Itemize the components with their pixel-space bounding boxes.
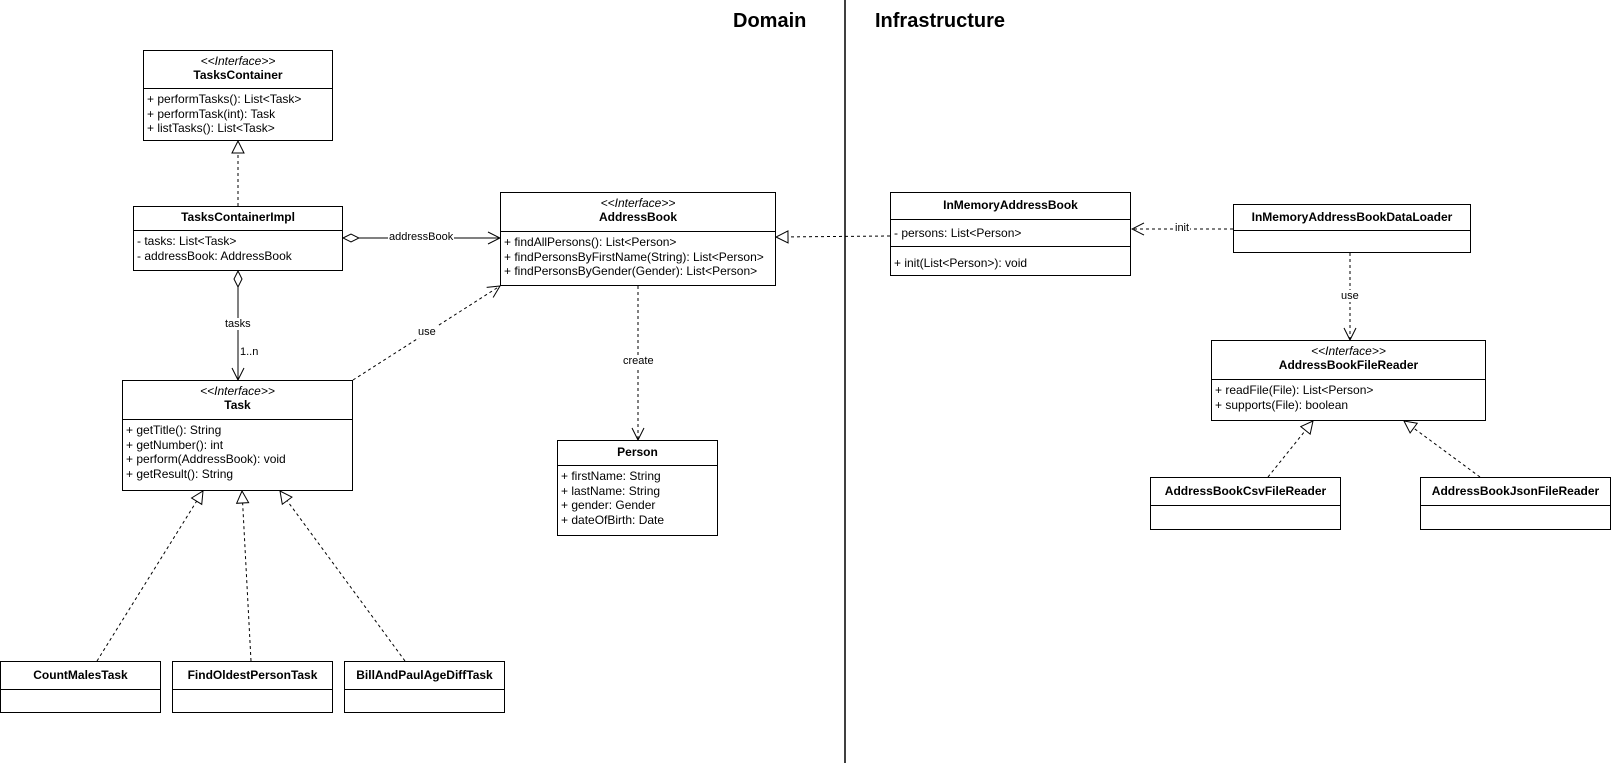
domain-title: Domain bbox=[733, 10, 807, 32]
class-tasks-container[interactable]: <<Interface>> TasksContainer + performTa… bbox=[143, 50, 333, 141]
realization-json-reader bbox=[1404, 421, 1481, 478]
method: + supports(File): boolean bbox=[1215, 397, 1349, 412]
method: + listTasks(): List<Task> bbox=[147, 121, 275, 135]
attribute: + lastName: String bbox=[561, 483, 661, 498]
stereotype: <<Interface>> bbox=[600, 196, 676, 210]
class-name: TasksContainer bbox=[193, 68, 283, 82]
realization-count-males bbox=[96, 491, 203, 662]
class-address-book-json-file-reader[interactable]: AddressBookJsonFileReader bbox=[1420, 477, 1611, 530]
class-address-book[interactable]: <<Interface>> AddressBook + findAllPerso… bbox=[500, 192, 776, 286]
class-person[interactable]: Person + firstName: String + lastName: S… bbox=[557, 440, 718, 536]
class-name: InMemoryAddressBook bbox=[943, 198, 1078, 212]
class-bill-and-paul-age-diff-task[interactable]: BillAndPaulAgeDiffTask bbox=[344, 661, 505, 713]
tasks-label: tasks bbox=[224, 318, 252, 330]
class-in-memory-address-book-data-loader[interactable]: InMemoryAddressBookDataLoader bbox=[1233, 204, 1471, 253]
address-book-label: addressBook bbox=[388, 231, 455, 243]
stereotype: <<Interface>> bbox=[200, 54, 276, 68]
realization-bill-paul bbox=[280, 491, 406, 662]
class-name: Task bbox=[224, 398, 251, 412]
method: + readFile(File): List<Person> bbox=[1215, 383, 1374, 397]
use-reader-label: use bbox=[1340, 290, 1360, 302]
class-name: TasksContainerImpl bbox=[181, 210, 295, 224]
dependency-use-address-book bbox=[352, 286, 500, 381]
class-task[interactable]: <<Interface>> Task + getTitle(): String … bbox=[122, 380, 353, 491]
class-address-book-file-reader[interactable]: <<Interface>> AddressBookFileReader + re… bbox=[1211, 340, 1486, 421]
multiplicity-label: 1..n bbox=[239, 346, 260, 358]
class-in-memory-address-book[interactable]: InMemoryAddressBook - persons: List<Pers… bbox=[890, 192, 1131, 276]
class-address-book-csv-file-reader[interactable]: AddressBookCsvFileReader bbox=[1150, 477, 1341, 530]
stereotype: <<Interface>> bbox=[200, 384, 275, 398]
method: + perform(AddressBook): void bbox=[126, 452, 286, 466]
stereotype: <<Interface>> bbox=[1311, 344, 1386, 358]
attribute: + firstName: String bbox=[561, 469, 661, 483]
class-count-males-task[interactable]: CountMalesTask bbox=[0, 661, 161, 713]
method: + init(List<Person>): void bbox=[894, 255, 1028, 270]
class-name: AddressBookFileReader bbox=[1278, 358, 1419, 372]
method: + findAllPersons(): List<Person> bbox=[504, 235, 677, 249]
init-label: init bbox=[1174, 222, 1191, 234]
attribute: + gender: Gender bbox=[561, 498, 656, 512]
class-name: CountMalesTask bbox=[33, 668, 128, 682]
method: + getTitle(): String bbox=[126, 423, 222, 437]
attribute: - tasks: List<Task> bbox=[137, 234, 237, 248]
method: + getNumber(): int bbox=[126, 437, 224, 452]
realization-address-book bbox=[776, 236, 891, 237]
attribute: - addressBook: AddressBook bbox=[137, 248, 292, 263]
class-tasks-container-impl[interactable]: TasksContainerImpl - tasks: List<Task> -… bbox=[133, 206, 343, 271]
method: + findPersonsByGender(Gender): List<Pers… bbox=[504, 264, 758, 278]
method: + performTask(int): Task bbox=[147, 106, 276, 121]
use-label: use bbox=[417, 326, 437, 338]
realization-find-oldest bbox=[242, 491, 252, 662]
realization-csv-reader bbox=[1267, 421, 1313, 478]
method: + getResult(): String bbox=[126, 466, 234, 481]
class-name: Person bbox=[617, 445, 658, 459]
class-name: AddressBookCsvFileReader bbox=[1164, 484, 1327, 498]
class-name: AddressBook bbox=[598, 210, 678, 224]
attribute: + dateOfBirth: Date bbox=[561, 512, 665, 527]
method: + performTasks(): List<Task> bbox=[147, 92, 302, 106]
class-find-oldest-person-task[interactable]: FindOldestPersonTask bbox=[172, 661, 333, 713]
attribute: - persons: List<Person> bbox=[894, 226, 1022, 240]
class-name: AddressBookJsonFileReader bbox=[1431, 484, 1600, 498]
create-label: create bbox=[622, 355, 655, 367]
infrastructure-title: Infrastructure bbox=[875, 10, 1006, 32]
class-name: InMemoryAddressBookDataLoader bbox=[1251, 210, 1453, 224]
class-name: BillAndPaulAgeDiffTask bbox=[356, 668, 493, 682]
class-name: FindOldestPersonTask bbox=[187, 668, 318, 682]
method: + findPersonsByFirstName(String): List<P… bbox=[504, 249, 764, 264]
